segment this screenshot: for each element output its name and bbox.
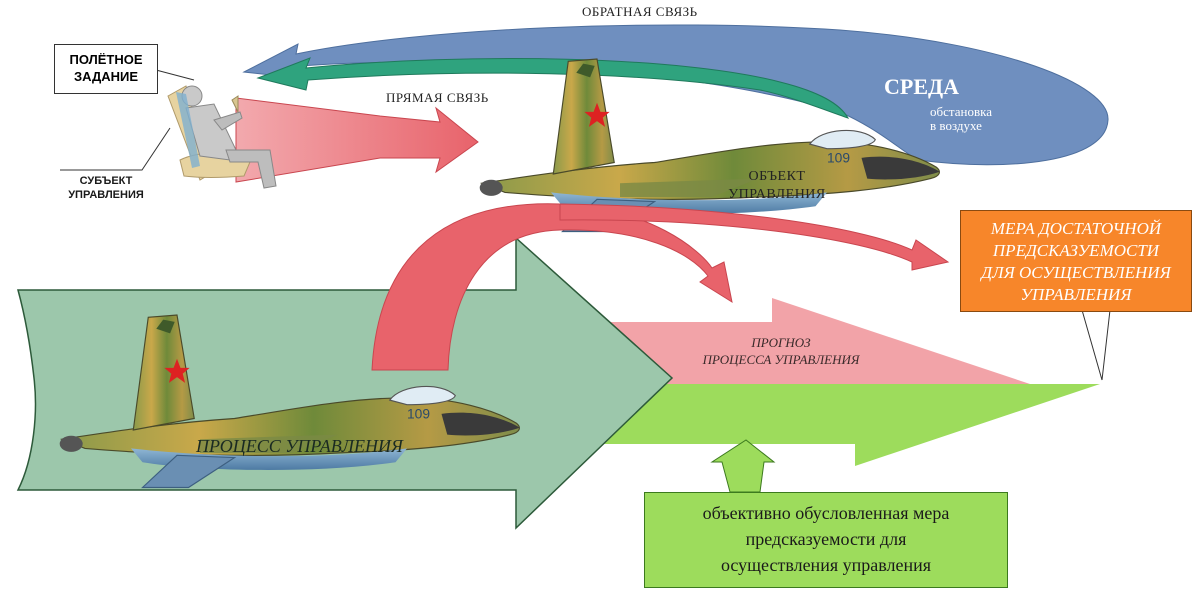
subject-line1: СУБЪЕКТ (79, 175, 133, 187)
process-arrow (16, 236, 674, 530)
subject-callout-line (60, 127, 171, 171)
objective-box: объективно обусловленная мера предсказуе… (644, 492, 1008, 588)
forecast-label: ПРОГНОЗ ПРОЦЕССА УПРАВЛЕНИЯ (676, 334, 886, 368)
forecast-link-arrow (371, 203, 733, 371)
objective-callout-pointer (710, 439, 776, 493)
object-line2: УПРАВЛЕНИЯ (728, 187, 826, 202)
feedback-label: ОБРАТНАЯ СВЯЗЬ (582, 4, 698, 19)
direct-link-arrow (235, 97, 479, 183)
measure-line4: УПРАВЛЕНИЯ (1020, 285, 1132, 304)
environment-sub2: в воздухе (930, 118, 982, 133)
object-line1: ОБЪЕКТ (748, 169, 806, 184)
pilot-figure (167, 85, 277, 189)
forecast-line2: ПРОЦЕССА УПРАВЛЕНИЯ (702, 352, 860, 367)
flight-task-line2: ЗАДАНИЕ (73, 69, 139, 84)
measure-link-arrow (559, 203, 950, 271)
environment-title: СРЕДА (884, 74, 960, 99)
forecast-arrow (590, 298, 1030, 384)
environment-sub1: обстановка (930, 104, 992, 119)
measure-line2: ПРЕДСКАЗУЕМОСТИ (992, 241, 1160, 260)
flight-task-box: ПОЛЁТНОЕ ЗАДАНИЕ (54, 44, 158, 94)
subject-line2: УПРАВЛЕНИЯ (68, 189, 144, 201)
measure-line1: МЕРА ДОСТАТОЧНОЙ (990, 219, 1162, 238)
direct-link-label: ПРЯМАЯ СВЯЗЬ (386, 90, 489, 105)
subject-label: СУБЪЕКТ УПРАВЛЕНИЯ (64, 174, 148, 202)
objective-arrow (590, 384, 1100, 466)
measure-callout-pointer (1081, 309, 1111, 381)
objective-line2: предсказуемости для (745, 529, 907, 549)
flight-task-line1: ПОЛЁТНОЕ (69, 52, 143, 67)
objective-line1: объективно обусловленная мера (702, 503, 950, 523)
objective-line3: осуществления управления (720, 555, 932, 575)
measure-box: МЕРА ДОСТАТОЧНОЙ ПРЕДСКАЗУЕМОСТИ ДЛЯ ОСУ… (960, 210, 1192, 312)
measure-line3: ДЛЯ ОСУЩЕСТВЛЕНИЯ (981, 263, 1171, 282)
feedback-arrow (256, 57, 850, 119)
task-callout-line (155, 69, 195, 81)
forecast-line1: ПРОГНОЗ (751, 335, 811, 350)
process-label: ПРОЦЕСС УПРАВЛЕНИЯ (196, 436, 403, 456)
object-label: ОБЪЕКТ УПРАВЛЕНИЯ (712, 168, 842, 204)
